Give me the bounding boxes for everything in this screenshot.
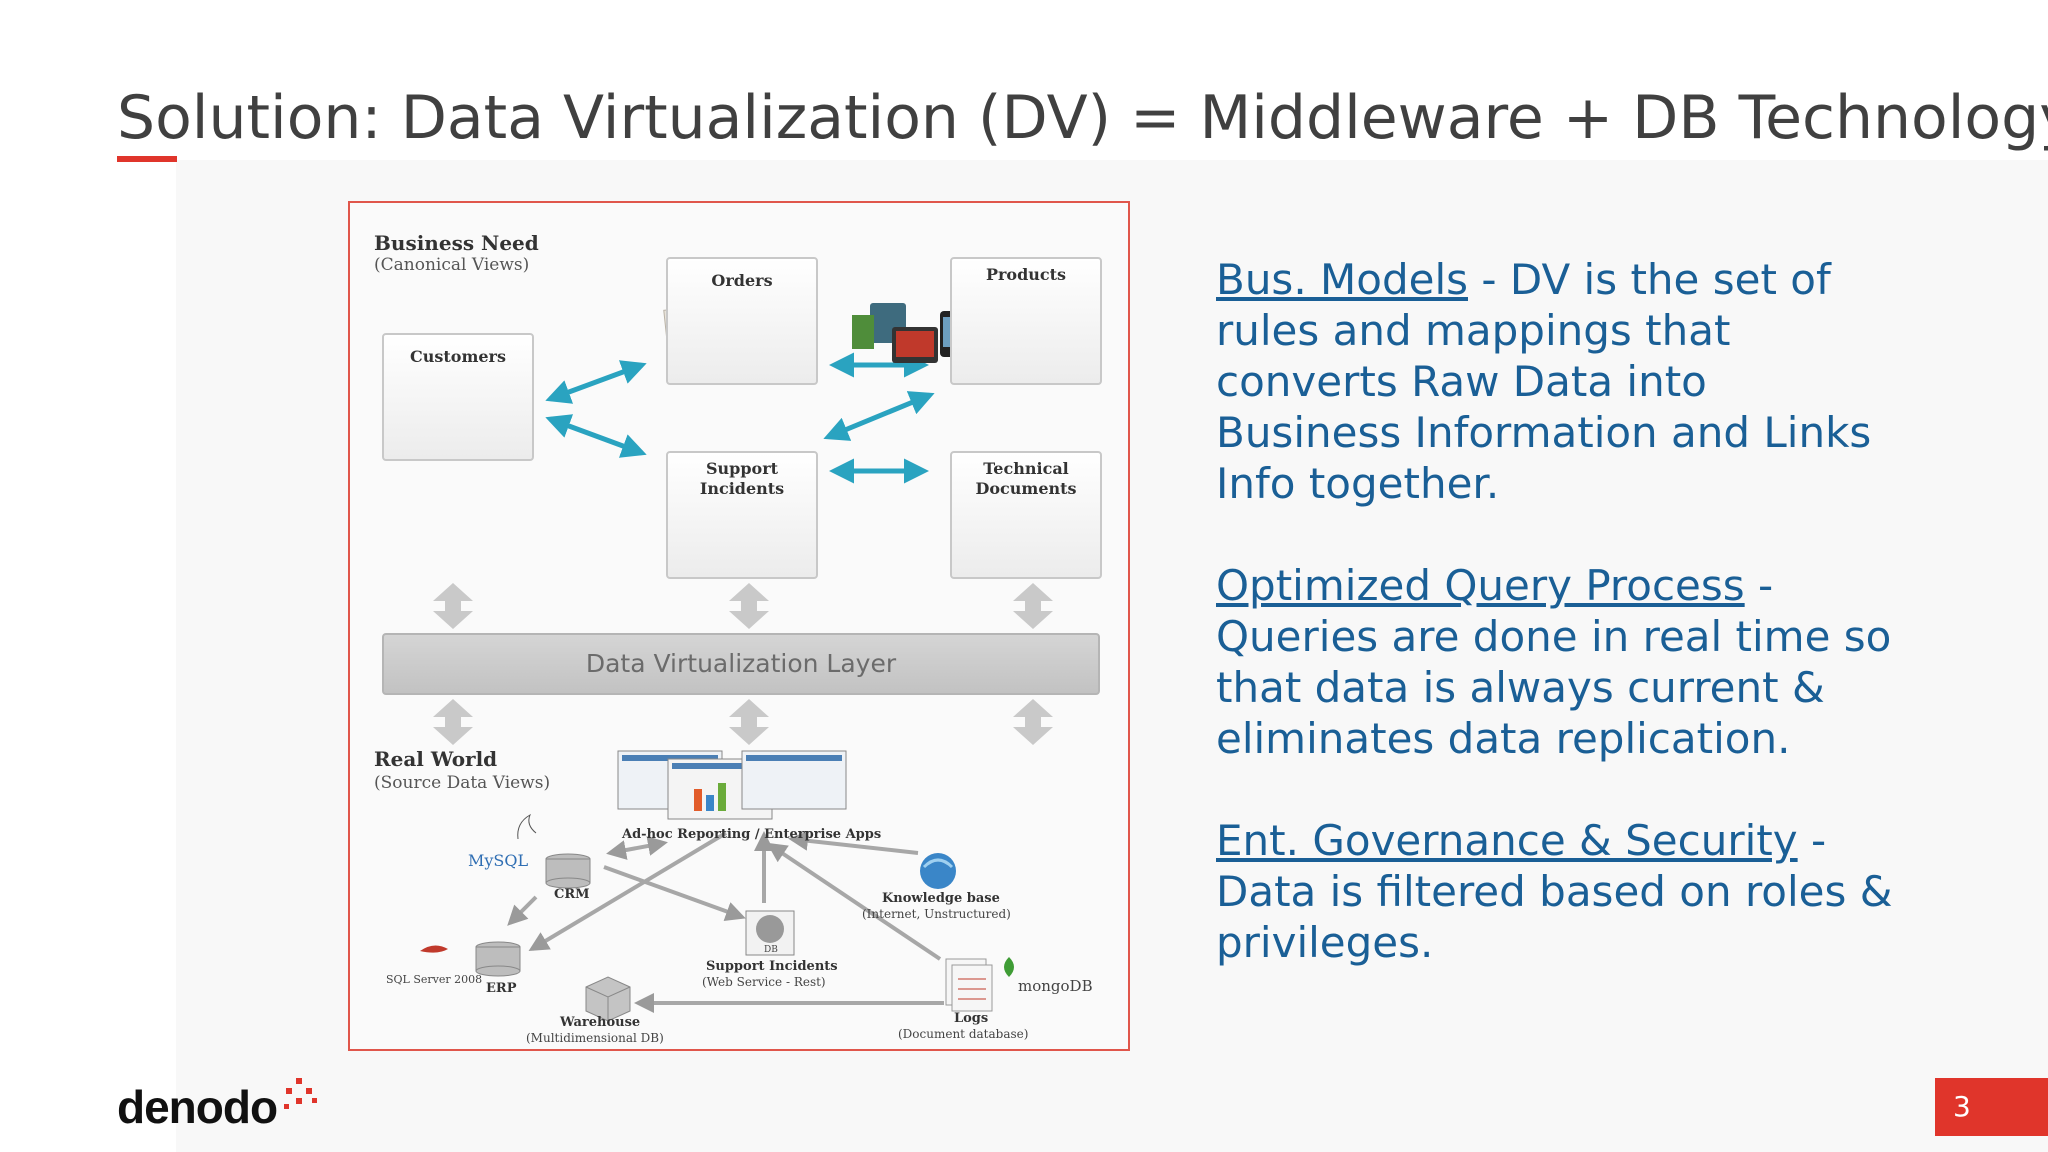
- governance-security-link[interactable]: Ent. Governance & Security: [1216, 816, 1798, 865]
- title-underline: [117, 156, 177, 162]
- layer-double-arrows: [433, 583, 1053, 745]
- knowledge-base-label: Knowledge base: [882, 891, 1000, 906]
- orders-label: Orders: [711, 271, 773, 290]
- real-world-heading: Real World: [374, 747, 498, 771]
- denodo-logo: denodo: [117, 1081, 278, 1133]
- support-incidents-source-sublabel: (Web Service - Rest): [702, 975, 826, 989]
- point-optimized-query: Optimized Query Process - Queries are do…: [1216, 560, 1896, 764]
- denodo-logo-dots-icon: [284, 1078, 317, 1109]
- technical-documents-entity: Technical Documents: [950, 451, 1102, 579]
- support-incidents-source-label: Support Incidents: [706, 959, 838, 974]
- slide-title: Solution: Data Virtualization (DV) = Mid…: [117, 83, 2048, 153]
- bus-models-link[interactable]: Bus. Models: [1216, 255, 1468, 304]
- products-entity: Products: [950, 257, 1102, 385]
- logs-sublabel: (Document database): [898, 1027, 1029, 1041]
- arrow-customers-support: [545, 414, 647, 458]
- sqlserver-logo-icon: [420, 945, 448, 953]
- key-points-panel: Bus. Models - DV is the set of rules and…: [1216, 254, 1896, 1019]
- sqlserver-label: SQL Server 2008: [386, 973, 483, 986]
- dv-layer-label: Data Virtualization Layer: [585, 649, 897, 678]
- technical-documents-label: Technical Documents: [975, 459, 1077, 498]
- erp-label: ERP: [486, 981, 517, 996]
- mysql-dolphin-icon: [517, 813, 537, 840]
- products-icon: [852, 303, 964, 363]
- adhoc-reporting-screens: [617, 750, 847, 820]
- real-world-subheading: (Source Data Views): [374, 773, 551, 793]
- warehouse-sublabel: (Multidimensional DB): [526, 1031, 664, 1045]
- customers-entity: Customers: [382, 333, 534, 461]
- optimized-query-text: - Queries are done in real time so that …: [1216, 561, 1892, 763]
- updown-arrow-5: [729, 699, 769, 745]
- orders-entity: Orders: [666, 257, 818, 385]
- products-label: Products: [985, 265, 1067, 284]
- data-virtualization-layer: Data Virtualization Layer: [382, 633, 1100, 695]
- updown-arrow-6: [1013, 699, 1053, 745]
- updown-arrow-2: [729, 583, 769, 629]
- page-number: 3: [1935, 1078, 2048, 1136]
- mongodb-leaf-icon: [1004, 957, 1014, 977]
- business-need-heading: Business Need: [374, 231, 539, 255]
- erp-db-icon: [475, 941, 521, 977]
- dv-architecture-diagram: Business Need (Canonical Views) Customer…: [348, 201, 1130, 1051]
- customers-label: Customers: [410, 347, 506, 366]
- mongodb-label: mongoDB: [1018, 977, 1093, 995]
- warehouse-cube-icon: [585, 976, 631, 1022]
- bus-models-text: - DV is the set of rules and mappings th…: [1216, 255, 1872, 508]
- updown-arrow-1: [433, 583, 473, 629]
- optimized-query-link[interactable]: Optimized Query Process: [1216, 561, 1745, 610]
- knowledge-base-sublabel: (Internet, Unstructured): [862, 907, 1011, 921]
- warehouse-label: Warehouse: [560, 1015, 641, 1030]
- updown-arrow-4: [433, 699, 473, 745]
- logs-label: Logs: [954, 1011, 989, 1026]
- entity-relation-arrows: [545, 352, 935, 484]
- governance-security-text: - Data is filtered based on roles & priv…: [1216, 816, 1893, 967]
- point-bus-models: Bus. Models - DV is the set of rules and…: [1216, 254, 1896, 509]
- source-arrows: [507, 830, 944, 1013]
- adhoc-reporting-label: Ad-hoc Reporting / Enterprise Apps: [622, 827, 882, 842]
- logs-documents-icon: [945, 958, 993, 1012]
- web-service-db-icon: [745, 910, 795, 956]
- mysql-label: MySQL: [468, 851, 529, 870]
- crm-db-icon: [545, 853, 591, 889]
- support-incidents-label: Support Incidents: [699, 459, 785, 498]
- updown-arrow-3: [1013, 583, 1053, 629]
- crm-label: CRM: [554, 887, 590, 902]
- support-incidents-entity: Support Incidents: [666, 451, 818, 579]
- db-label: DB: [764, 945, 778, 955]
- globe-icon: [920, 853, 956, 889]
- arrow-support-products: [823, 391, 935, 441]
- arrow-customers-orders-line: [545, 360, 647, 404]
- business-need-subheading: (Canonical Views): [374, 255, 530, 275]
- point-governance-security: Ent. Governance & Security - Data is fil…: [1216, 815, 1896, 968]
